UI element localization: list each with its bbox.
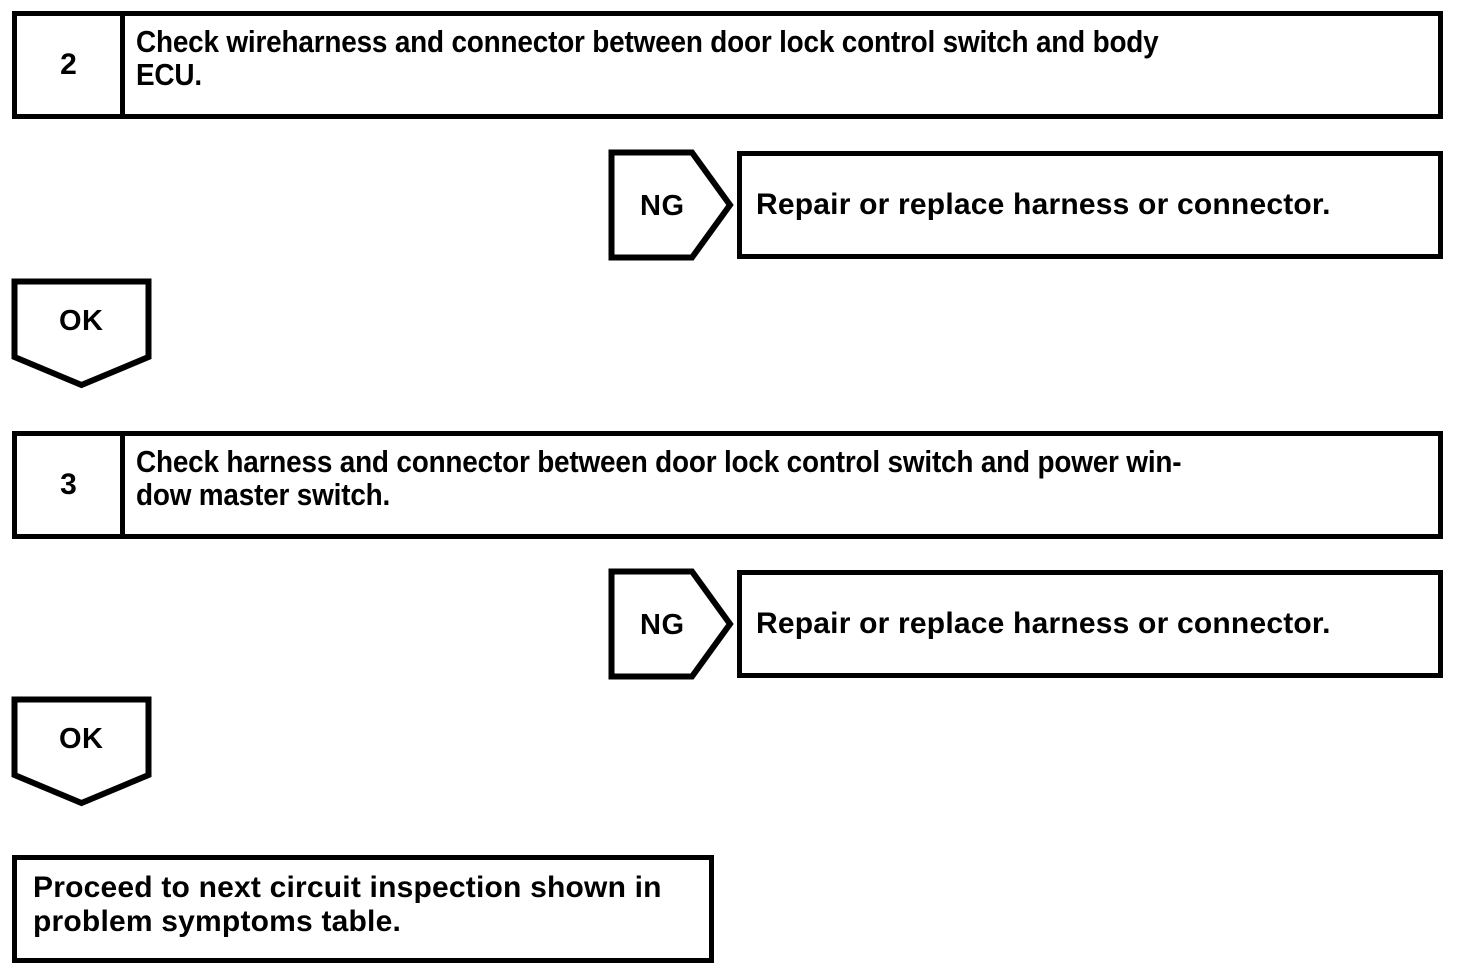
result-box-ng-2: Repair or replace harness or connector. (737, 570, 1443, 678)
branch-label-ok-2: OK (59, 723, 104, 755)
step-box-2: 2 Check wireharness and connector betwee… (12, 11, 1443, 119)
result-text-ng-2: Repair or replace harness or connector. (756, 607, 1331, 641)
branch-arrow-ng-1: NG (608, 149, 734, 261)
result-text-ng-1: Repair or replace harness or connector. (756, 188, 1331, 222)
branch-label-ng-2: NG (640, 609, 685, 641)
step-instruction-3: Check harness and connector between door… (135, 445, 1182, 512)
branch-label-ok-1: OK (59, 305, 104, 337)
result-box-ng-1: Repair or replace harness or connector. (737, 151, 1443, 259)
step-instruction-2: Check wireharness and connector between … (135, 25, 1159, 92)
step-box-3: 3 Check harness and connector between do… (12, 431, 1443, 539)
step-number-3: 3 (17, 436, 125, 534)
step-number-2: 2 (17, 16, 125, 114)
branch-arrow-ng-2: NG (608, 568, 734, 680)
branch-label-ng-1: NG (640, 190, 685, 222)
branch-arrow-ok-1: OK (11, 278, 153, 390)
final-action-box: Proceed to next circuit inspection shown… (12, 855, 714, 963)
final-action-text: Proceed to next circuit inspection shown… (33, 871, 662, 938)
branch-arrow-ok-2: OK (11, 696, 153, 808)
